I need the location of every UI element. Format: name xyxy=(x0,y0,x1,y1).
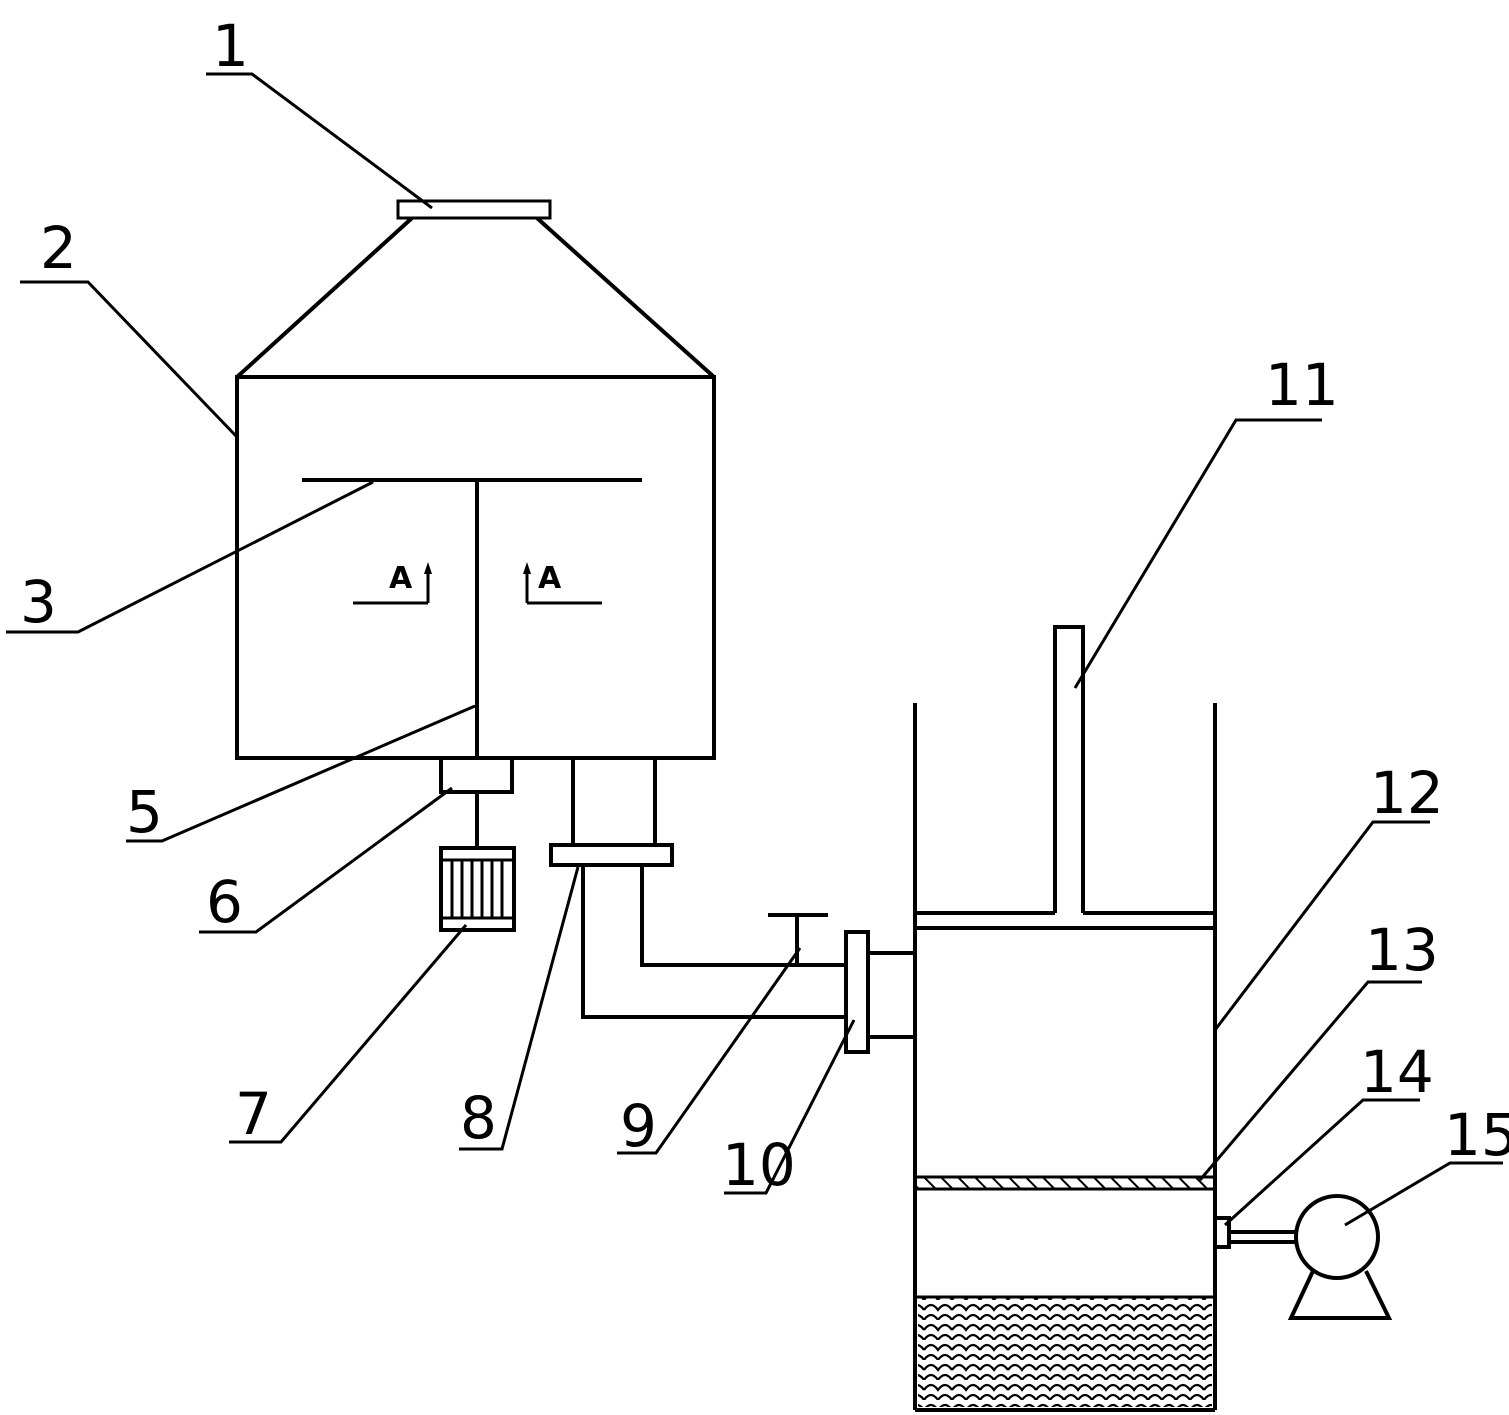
label-9: 9 xyxy=(620,1092,657,1160)
section-label-right: A xyxy=(538,561,562,596)
label-13: 13 xyxy=(1365,916,1439,984)
label-10: 10 xyxy=(722,1131,796,1199)
connecting-pipe xyxy=(581,865,846,1019)
label-6: 6 xyxy=(206,868,243,936)
valve xyxy=(768,913,828,965)
filter-plate xyxy=(913,1175,1217,1191)
top-cap xyxy=(396,199,552,220)
label-15: 15 xyxy=(1444,1101,1509,1169)
label-8: 8 xyxy=(460,1084,497,1152)
inlet-stub xyxy=(866,951,917,1039)
section-label-left: A xyxy=(389,561,413,596)
label-11: 11 xyxy=(1265,351,1339,419)
label-14: 14 xyxy=(1360,1038,1434,1106)
label-5: 5 xyxy=(126,778,163,846)
motor xyxy=(439,846,516,932)
section-mark-right: A xyxy=(523,561,602,605)
leader-lines xyxy=(6,72,1503,1227)
label-3: 3 xyxy=(20,568,57,636)
label-1: 1 xyxy=(212,12,249,80)
label-7: 7 xyxy=(235,1080,272,1148)
label-12: 12 xyxy=(1370,759,1444,827)
pump xyxy=(1287,1194,1393,1320)
label-2: 2 xyxy=(40,214,77,282)
vent-pipe xyxy=(915,625,1215,930)
coupling xyxy=(439,756,514,794)
outlet-flange xyxy=(549,843,674,867)
section-mark-left: A xyxy=(353,561,432,605)
tank xyxy=(913,703,1217,1412)
liquid xyxy=(918,1297,1212,1407)
inlet-flange xyxy=(844,930,870,1054)
